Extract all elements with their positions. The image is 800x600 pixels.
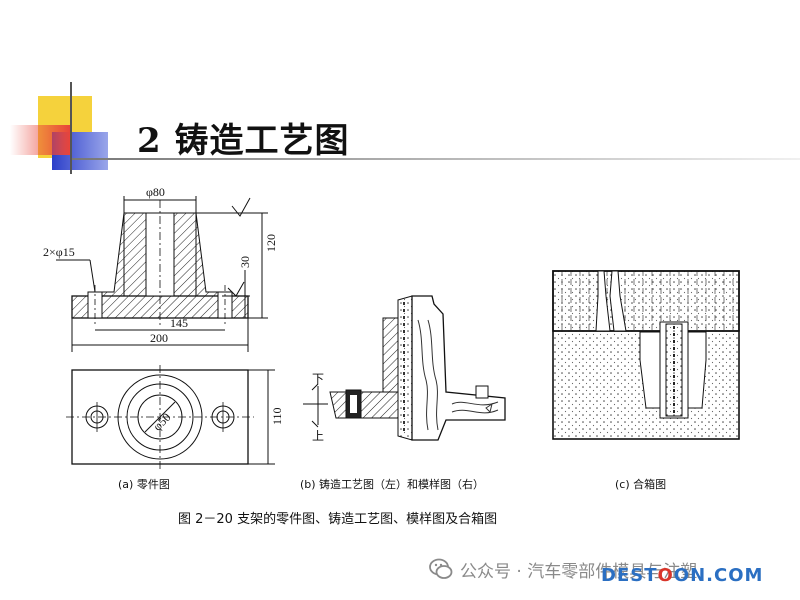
wechat-icon	[429, 558, 453, 579]
mark-up: 上	[312, 429, 324, 443]
mold-assembly-view	[552, 270, 740, 440]
caption-part-drawing: (a) 零件图	[118, 478, 170, 491]
dim-110: 110	[270, 407, 284, 425]
part-front-view: φ80 2×φ15 145 200 120 30	[43, 185, 278, 352]
logo-prefix: DEST	[601, 565, 658, 586]
mark-down: 下	[312, 372, 324, 386]
dim-holes: 2×φ15	[43, 245, 75, 259]
caption-process-drawing: (b) 铸造工艺图（左）和模样图（右）	[300, 478, 485, 491]
dim-120: 120	[264, 234, 278, 252]
dim-145: 145	[170, 316, 188, 330]
decor-red-block	[10, 125, 70, 155]
watermark-text: 公众号 · 汽车零部件模具与注塑	[460, 561, 698, 582]
logo-suffix: ON.COM	[673, 565, 764, 586]
part-top-view: φ50 110	[66, 365, 284, 470]
logo-accent: O	[657, 565, 674, 586]
dim-30: 30	[238, 256, 252, 268]
decor-vertical-line	[70, 82, 72, 174]
title-underline	[72, 158, 800, 160]
site-logo: DESTOON.COM	[601, 565, 763, 586]
dim-200: 200	[150, 331, 168, 345]
dim-phi80: φ80	[146, 185, 165, 199]
figure-caption: 图 2－20 支架的零件图、铸造工艺图、模样图及合箱图	[178, 512, 498, 527]
watermark: 公众号 · 汽车零部件模具与注塑	[428, 556, 697, 582]
slide-title: 2 铸造工艺图	[137, 121, 350, 161]
caption-mold-drawing: (c) 合箱图	[615, 478, 667, 491]
casting-process-view: 下 上	[303, 295, 506, 443]
